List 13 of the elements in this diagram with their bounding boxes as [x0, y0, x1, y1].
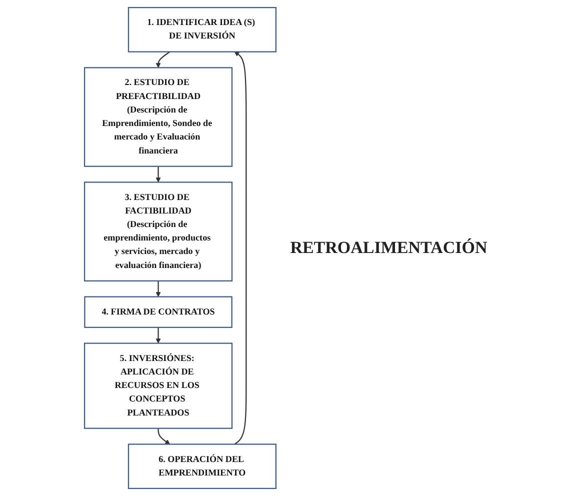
- node-box: 4. FIRMA DE CONTRATOS: [84, 296, 232, 328]
- node-box: 1. IDENTIFICAR IDEA (S) DE INVERSIÓN: [128, 6, 276, 52]
- node-box: 3. ESTUDIO DE FACTIBILIDAD (Descripción de emprendimiento, productos y servicios, mercado y evaluación financiera): [84, 182, 232, 282]
- arrow: [155, 51, 170, 68]
- node-box: 2. ESTUDIO DE PREFACTIBILIDAD (Descripción de Emprendimiento, Sondeo de mercado y Evaluación financiera: [84, 67, 232, 167]
- note-text: RETROALIMENTACIÓN: [290, 238, 488, 258]
- arrow: [155, 280, 160, 297]
- arrow: [234, 52, 246, 445]
- node-box: 5. INVERSIÓNES: APLICACIÓN DE RECURSOS EN LOS CONCEPTOS PLANTEADOS: [84, 342, 232, 429]
- arrow: [155, 166, 160, 182]
- arrow: [157, 428, 170, 444]
- arrow: [155, 327, 160, 344]
- node-box: 6. OPERACIÓN DEL EMPRENDIMIENTO: [128, 444, 276, 490]
